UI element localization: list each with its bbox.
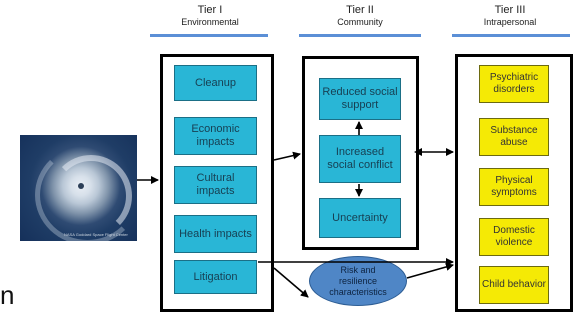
risk-resilience-oval: Risk and resilience characteristics xyxy=(309,256,407,306)
tier3-box-psychiatric-disorders: Psychiatric disorders xyxy=(479,65,549,103)
tier2-box-reduced-social-support: Reduced social support xyxy=(319,78,401,120)
tier2-box-increased-social-conflict: Increased social conflict xyxy=(319,135,401,183)
tier3-box-substance-abuse: Substance abuse xyxy=(479,118,549,156)
tier3-title: Tier III xyxy=(494,4,526,16)
arrow-oval-to-tier3 xyxy=(406,263,454,279)
tier1-box-economic-impacts: Economic impacts xyxy=(174,117,257,155)
tier1-box-health-impacts: Health impacts xyxy=(174,215,257,253)
arrow-litigation-to-oval xyxy=(273,267,309,298)
tier3-underline xyxy=(452,34,570,37)
tier1-underline xyxy=(150,34,268,37)
tier2-title: Tier II xyxy=(346,4,374,16)
image-caption: NASA Goddard Space Flight Center xyxy=(64,232,128,237)
tier1-title: Tier I xyxy=(197,4,223,16)
tier3-box-child-behavior: Child behavior xyxy=(479,266,549,304)
tier1-box-cultural-impacts: Cultural impacts xyxy=(174,166,257,204)
stray-text-fragment: n xyxy=(0,280,15,310)
tier1-box-litigation: Litigation xyxy=(174,260,257,294)
tier3-box-physical-symptoms: Physical symptoms xyxy=(479,168,549,206)
tier1-box-cleanup: Cleanup xyxy=(174,65,257,101)
tier3-subtitle: Intrapersonal xyxy=(483,17,537,27)
tier2-underline xyxy=(299,34,421,37)
tier2-box-uncertainty: Uncertainty xyxy=(319,198,401,238)
tier2-subtitle: Community xyxy=(337,17,383,27)
tier1-subtitle: Environmental xyxy=(181,17,239,27)
cloud-band xyxy=(50,155,132,237)
cloud-band xyxy=(35,145,137,241)
tier3-box-domestic-violence: Domestic violence xyxy=(479,218,549,256)
hurricane-satellite-image: NASA Goddard Space Flight Center xyxy=(20,135,137,241)
arrow-tier1-to-tier2 xyxy=(273,151,301,161)
hurricane-eye xyxy=(78,183,84,189)
